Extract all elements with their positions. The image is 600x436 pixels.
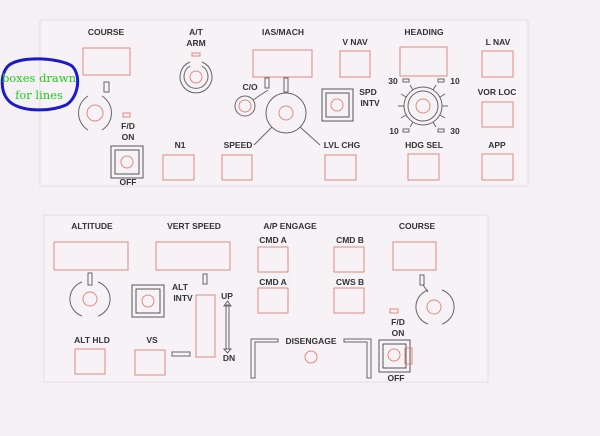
vs-indicator-bar <box>171 351 191 357</box>
n1-button[interactable] <box>162 154 195 181</box>
co-label: C/O <box>242 82 258 92</box>
course-knob[interactable] <box>78 81 112 131</box>
cmd-a-label: CMD A <box>259 235 287 245</box>
heading-display <box>399 46 448 77</box>
fd-indicator-light <box>122 112 131 118</box>
vs-wheel-indicator <box>202 273 208 285</box>
vs-thumbwheel[interactable] <box>195 294 216 358</box>
heading-scale-left-bottom: 10 <box>389 126 399 136</box>
course-right-knob[interactable] <box>415 274 455 325</box>
fd-right-label: F/D <box>391 317 405 327</box>
heading-scale-right-bottom: 30 <box>450 126 460 136</box>
vnav-label: V NAV <box>342 37 368 47</box>
alt-intv-button[interactable] <box>131 284 165 318</box>
app-label: APP <box>488 140 506 150</box>
ias-mach-label: IAS/MACH <box>262 27 304 37</box>
co-button[interactable] <box>234 77 270 117</box>
ap-engage-label: A/P ENGAGE <box>263 221 317 231</box>
fd-right-switch[interactable] <box>378 339 413 373</box>
lnav-label: L NAV <box>486 37 511 47</box>
heading-scale-right-top: 10 <box>450 76 460 86</box>
fd-right-on-label: ON <box>392 328 405 338</box>
disengage-light <box>304 350 318 364</box>
dn-label: DN <box>223 353 235 363</box>
alt-hld-button[interactable] <box>74 348 106 375</box>
spd-intv-button[interactable] <box>321 88 354 122</box>
vor-loc-label: VOR LOC <box>478 87 517 97</box>
n1-label: N1 <box>175 140 186 150</box>
heading-label: HEADING <box>404 27 444 37</box>
speed-label: SPEED <box>224 140 253 150</box>
hdg-sel-button[interactable] <box>407 153 440 181</box>
up-label: UP <box>221 291 233 301</box>
cws-b-button[interactable] <box>333 287 365 314</box>
lvl-chg-label: LVL CHG <box>324 140 361 150</box>
fd-right-off-label: OFF <box>388 373 405 383</box>
cmd-b-button[interactable] <box>333 246 365 273</box>
fd-switch[interactable] <box>110 145 144 179</box>
vs-arrow <box>222 300 233 354</box>
spd-label: SPD <box>359 87 376 97</box>
altitude-display <box>53 241 129 271</box>
alt-label: ALT <box>172 282 189 292</box>
at-label: A/T <box>189 27 204 37</box>
top-panel-outline <box>39 19 529 187</box>
cmd-a-2-button[interactable] <box>257 287 289 314</box>
bottom-panel-outline <box>43 214 489 383</box>
course-right-label: COURSE <box>399 221 436 231</box>
annotation: boxes drawn for lines <box>0 57 80 112</box>
annotation-ellipse <box>0 57 80 112</box>
disengage-label: DISENGAGE <box>285 336 336 346</box>
cmd-a-2-label: CMD A <box>259 277 287 287</box>
lvl-chg-button[interactable] <box>324 154 357 181</box>
at-arm-switch[interactable] <box>179 61 213 94</box>
fd-off-label: OFF <box>120 177 137 187</box>
hdg-sel-label: HDG SEL <box>405 140 443 150</box>
annotation-line-2: for lines <box>15 88 63 102</box>
ias-mach-display <box>252 49 313 78</box>
vs-label: VS <box>146 335 158 345</box>
course-right-display <box>392 241 437 271</box>
alt-hld-label: ALT HLD <box>74 335 110 345</box>
speed-knob[interactable] <box>253 77 321 146</box>
at-arm-label: ARM <box>186 38 205 48</box>
vert-speed-display <box>155 241 231 271</box>
altitude-knob[interactable] <box>69 272 111 317</box>
vor-loc-button[interactable] <box>481 101 514 128</box>
course-display <box>82 47 131 76</box>
course-label: COURSE <box>88 27 125 37</box>
disengage-bar[interactable] <box>250 338 372 379</box>
altitude-label: ALTITUDE <box>71 221 113 231</box>
fd-right-indicator-light <box>389 308 399 314</box>
cmd-a-button[interactable] <box>257 246 289 273</box>
speed-button[interactable] <box>221 154 253 181</box>
intv-label: INTV <box>173 293 193 303</box>
heading-knob[interactable] <box>398 78 448 133</box>
bottom-panel: ALTITUDE ALT HLD VERT SPEED ALT INTV UP … <box>43 214 489 383</box>
fd-on-label: ON <box>122 132 135 142</box>
heading-scale-left-top: 30 <box>388 76 398 86</box>
at-arm-light <box>191 52 201 57</box>
intv-label: INTV <box>360 98 380 108</box>
fd-label: F/D <box>121 121 135 131</box>
cmd-b-label: CMD B <box>336 235 364 245</box>
top-panel: COURSE F/D ON OFF A/T ARM IAS/MACH C/O <box>39 19 529 187</box>
annotation-line-1: boxes drawn <box>2 71 77 85</box>
vnav-button[interactable] <box>339 50 371 78</box>
vs-button[interactable] <box>134 349 166 376</box>
cws-b-label: CWS B <box>336 277 364 287</box>
lnav-button[interactable] <box>481 50 514 78</box>
app-button[interactable] <box>481 153 514 181</box>
vert-speed-label: VERT SPEED <box>167 221 221 231</box>
